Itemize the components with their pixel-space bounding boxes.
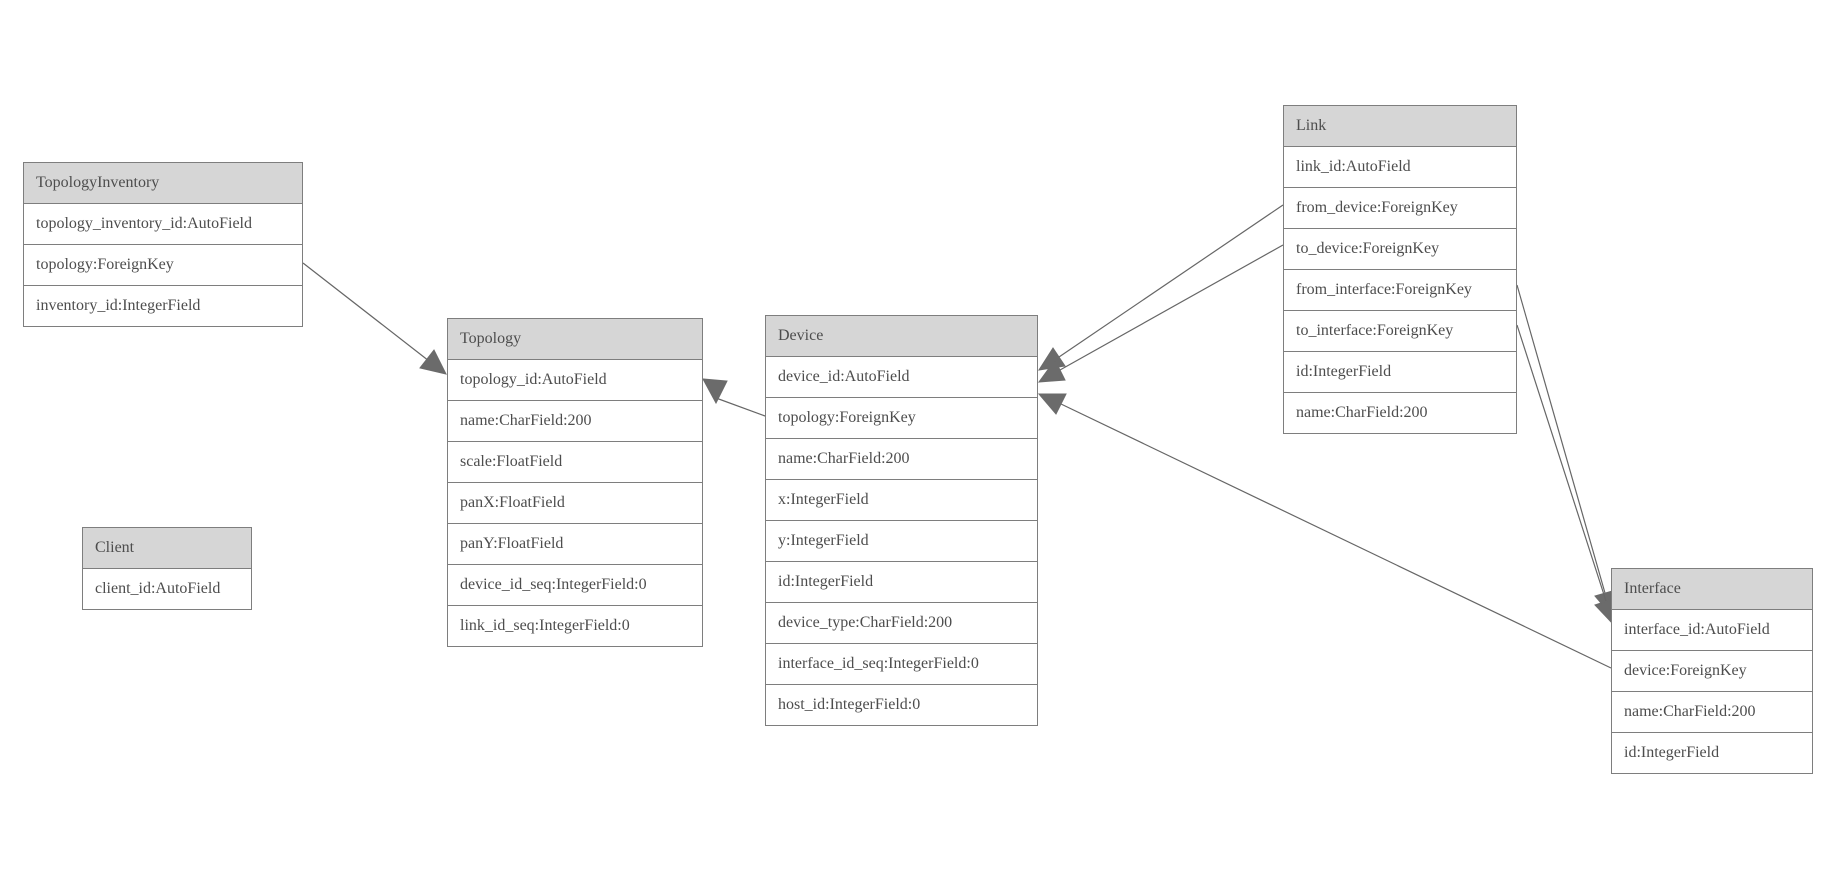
table-client-header: Client — [83, 528, 251, 569]
field-row: device_id:AutoField — [766, 357, 1037, 398]
field-row: panX:FloatField — [448, 483, 702, 524]
edge-topologyinventory-topology-arrowhead — [419, 349, 447, 375]
field-row: scale:FloatField — [448, 442, 702, 483]
field-row: name:CharField:200 — [448, 401, 702, 442]
field-row: interface_id_seq:IntegerField:0 — [766, 644, 1037, 685]
field-row: interface_id:AutoField — [1612, 610, 1812, 651]
field-row: device_id_seq:IntegerField:0 — [448, 565, 702, 606]
field-row: id:IntegerField — [1284, 352, 1516, 393]
table-topology-header: Topology — [448, 319, 702, 360]
edge-link-tointerface-interface-line — [1516, 324, 1607, 602]
table-topology: Topology topology_id:AutoField name:Char… — [447, 318, 703, 647]
edge-link-fromdevice-device-line — [1058, 204, 1284, 358]
table-device-header: Device — [766, 316, 1037, 357]
field-row: from_interface:ForeignKey — [1284, 270, 1516, 311]
table-interface: Interface interface_id:AutoField device:… — [1611, 568, 1813, 774]
edge-interface-device-arrowhead — [1037, 393, 1067, 415]
edge-interface-device-line — [1060, 403, 1612, 669]
edge-link-todevice-device-arrowhead — [1037, 359, 1066, 383]
field-row: topology:ForeignKey — [766, 398, 1037, 439]
field-row: name:CharField:200 — [1284, 393, 1516, 433]
edge-device-topology-arrowhead — [702, 378, 728, 405]
edge-topologyinventory-topology-line — [302, 262, 430, 362]
table-client: Client client_id:AutoField — [82, 527, 252, 610]
field-row: link_id_seq:IntegerField:0 — [448, 606, 702, 646]
field-row: y:IntegerField — [766, 521, 1037, 562]
field-row: from_device:ForeignKey — [1284, 188, 1516, 229]
field-row: to_interface:ForeignKey — [1284, 311, 1516, 352]
field-row: id:IntegerField — [1612, 733, 1812, 773]
field-row: topology:ForeignKey — [24, 245, 302, 286]
edge-link-todevice-device-line — [1059, 244, 1284, 371]
field-row: topology_id:AutoField — [448, 360, 702, 401]
field-row: x:IntegerField — [766, 480, 1037, 521]
table-topologyinventory-header: TopologyInventory — [24, 163, 302, 204]
field-row: to_device:ForeignKey — [1284, 229, 1516, 270]
field-row: host_id:IntegerField:0 — [766, 685, 1037, 725]
table-device: Device device_id:AutoField topology:Fore… — [765, 315, 1038, 726]
table-interface-header: Interface — [1612, 569, 1812, 610]
field-row: name:CharField:200 — [766, 439, 1037, 480]
edge-device-topology-line — [715, 397, 766, 417]
field-row: topology_inventory_id:AutoField — [24, 204, 302, 245]
table-link: Link link_id:AutoField from_device:Forei… — [1283, 105, 1517, 434]
field-row: device_type:CharField:200 — [766, 603, 1037, 644]
field-row: device:ForeignKey — [1612, 651, 1812, 692]
field-row: id:IntegerField — [766, 562, 1037, 603]
field-row: link_id:AutoField — [1284, 147, 1516, 188]
edge-link-frominterface-interface-line — [1516, 284, 1606, 594]
field-row: inventory_id:IntegerField — [24, 286, 302, 326]
table-topologyinventory: TopologyInventory topology_inventory_id:… — [23, 162, 303, 327]
table-link-header: Link — [1284, 106, 1516, 147]
field-row: panY:FloatField — [448, 524, 702, 565]
field-row: name:CharField:200 — [1612, 692, 1812, 733]
field-row: client_id:AutoField — [83, 569, 251, 609]
